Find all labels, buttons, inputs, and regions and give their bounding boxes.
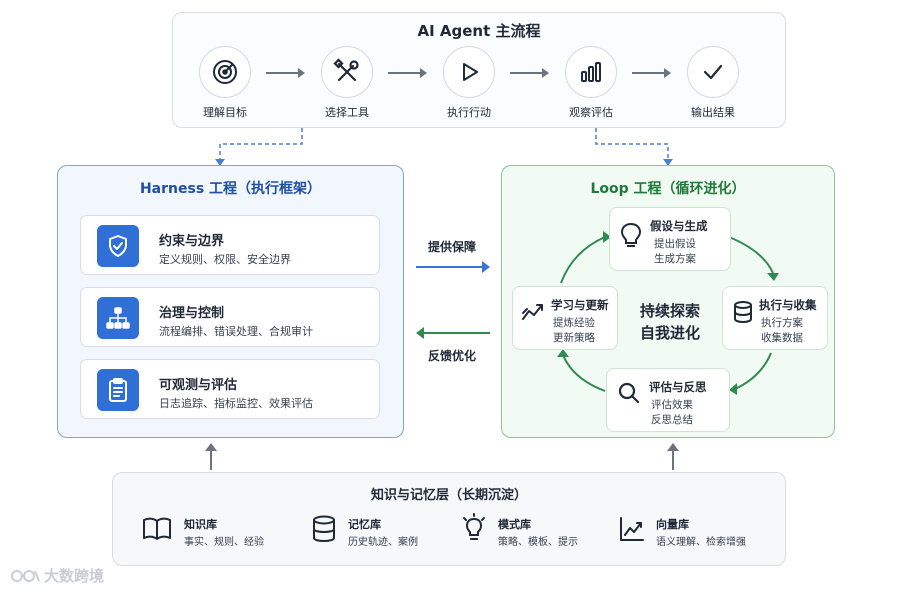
loop-card-line: 提出假设 [654,238,696,250]
knowledge-item-title: 向量库 [656,518,689,531]
harness-card-desc: 流程编排、错误处理、合规审计 [159,325,313,338]
knowledge-item-desc: 语义理解、检索增强 [656,537,746,548]
harness-card-title: 治理与控制 [159,306,225,321]
loop-center-line: 自我进化 [639,324,700,342]
dashed-connector-harness [215,128,303,166]
harness-card-title: 可观测与评估 [159,378,238,393]
tools-icon [333,58,359,82]
knowledge-item-title: 模式库 [498,518,531,531]
flow-arrow [388,68,427,78]
harness-title: Harness 工程（执行框架） [139,181,322,197]
knowledge-item-desc: 事实、规则、经验 [184,537,264,548]
lightbulb-icon [463,513,485,540]
loop-card-line: 更新策略 [553,332,595,344]
loop-card-line: 执行方案 [761,317,803,329]
loop-card-execute-collect: 执行与收集 执行方案 收集数据 [722,286,828,350]
feedback-optimize-label: 反馈优化 [427,349,476,363]
dashed-connector-loop [595,128,673,166]
step-output [687,46,739,98]
harness-card-constraints: 约束与边界 定义规则、权限、安全边界 [80,215,380,275]
loop-card-title: 假设与生成 [650,219,708,233]
harness-card-desc: 定义规则、权限、安全边界 [159,253,291,266]
loop-card-hypothesis: 假设与生成 提出假设 生成方案 [609,207,731,271]
provide-guarantee-arrow [416,261,490,273]
step-select-tools [321,46,373,98]
line-chart-icon [620,517,644,541]
harness-card-desc: 日志追踪、指标监控、效果评估 [159,397,313,410]
flow-arrow [632,68,671,78]
loop-center-line: 持续探索 [639,302,700,320]
flow-arrow [510,68,549,78]
loop-center-text: 持续探索 自我进化 [624,300,716,344]
harness-card-title: 约束与边界 [159,234,225,249]
loop-card-evaluate-reflect: 评估与反思 评估效果 反思总结 [606,368,730,432]
step-label: 观察评估 [569,106,613,119]
target-icon [213,60,237,84]
org-chart-icon [97,297,139,339]
step-label: 输出结果 [691,106,735,119]
harness-card-observability: 可观测与评估 日志追踪、指标监控、效果评估 [80,359,380,419]
loop-card-line: 反思总结 [651,414,693,426]
flow-arrow [266,68,305,78]
feedback-optimize-arrow [416,327,490,339]
clipboard-icon [97,369,139,411]
loop-title: Loop 工程（循环进化） [590,181,746,197]
knowledge-up-arrow-right [667,443,679,470]
check-icon [703,64,723,80]
knowledge-item-desc: 历史轨迹、案例 [348,537,418,548]
loop-card-line: 生成方案 [654,253,696,265]
knowledge-item-desc: 策略、模板、提示 [498,537,578,548]
step-label: 选择工具 [325,106,369,119]
step-observe [565,46,617,98]
bar-chart-icon [581,62,601,82]
loop-cycle-arrows [557,231,779,395]
loop-card-line: 收集数据 [761,332,803,344]
loop-card-title: 执行与收集 [759,298,817,312]
knowledge-panel [112,472,786,566]
loop-card-line: 评估效果 [651,399,693,411]
loop-card-title: 评估与反思 [649,380,707,394]
watermark: 大数跨境 [10,565,104,586]
database-icon [313,515,335,543]
provide-guarantee-label: 提供保障 [427,240,476,254]
book-icon [143,517,171,540]
knowledge-title: 知识与记忆层（长期沉淀） [370,488,527,503]
watermark-logo-icon [11,569,40,582]
knowledge-item-title: 知识库 [184,518,217,531]
knowledge-item-title: 记忆库 [348,518,381,531]
harness-card-governance: 治理与控制 流程编排、错误处理、合规审计 [80,287,380,347]
lightbulb-icon [620,222,642,247]
step-understand-goal [199,46,251,98]
knowledge-up-arrow-left [205,443,217,470]
step-execute [443,46,495,98]
loop-card-title: 学习与更新 [551,298,609,312]
database-icon [734,301,752,323]
main-flow-title: AI Agent 主流程 [417,22,541,40]
play-icon [463,63,478,81]
shield-check-icon [97,225,139,267]
magnifier-icon [618,382,640,404]
step-label: 执行行动 [447,106,491,119]
trend-icon [522,304,543,320]
watermark-text: 大数跨境 [44,567,105,585]
step-label: 理解目标 [203,106,247,119]
loop-card-line: 提炼经验 [553,317,595,329]
loop-card-learn-update: 学习与更新 提炼经验 更新策略 [512,286,618,350]
